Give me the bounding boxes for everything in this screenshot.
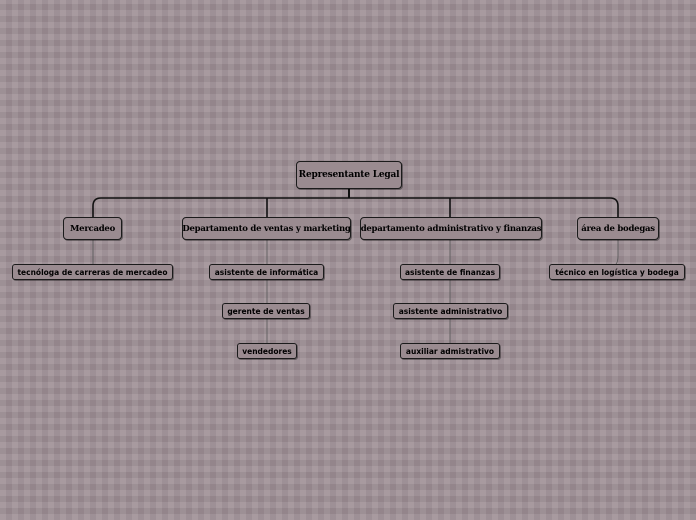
child-node-ventas-2[interactable]: gerente de ventas	[222, 303, 310, 319]
branch-node-ventas-marketing[interactable]: Departamento de ventas y marketing	[182, 217, 351, 240]
root-node[interactable]: Representante Legal	[296, 161, 402, 189]
branch-node-bodegas[interactable]: área de bodegas	[577, 217, 659, 240]
child-node-bodegas-1[interactable]: técnico en logística y bodega	[549, 264, 685, 280]
child-node-mercadeo-1[interactable]: tecnóloga de carreras de mercadeo	[12, 264, 173, 280]
child-node-admin-1[interactable]: asistente de finanzas	[400, 264, 500, 280]
child-node-ventas-3[interactable]: vendedores	[237, 343, 297, 359]
child-node-admin-3[interactable]: auxiliar admistrativo	[400, 343, 500, 359]
child-node-ventas-1[interactable]: asistente de informática	[209, 264, 324, 280]
child-node-admin-2[interactable]: asistente administrativo	[393, 303, 508, 319]
branch-node-mercadeo[interactable]: Mercadeo	[63, 217, 122, 240]
branch-node-administrativo-finanzas[interactable]: departamento administrativo y finanzas	[360, 217, 542, 240]
